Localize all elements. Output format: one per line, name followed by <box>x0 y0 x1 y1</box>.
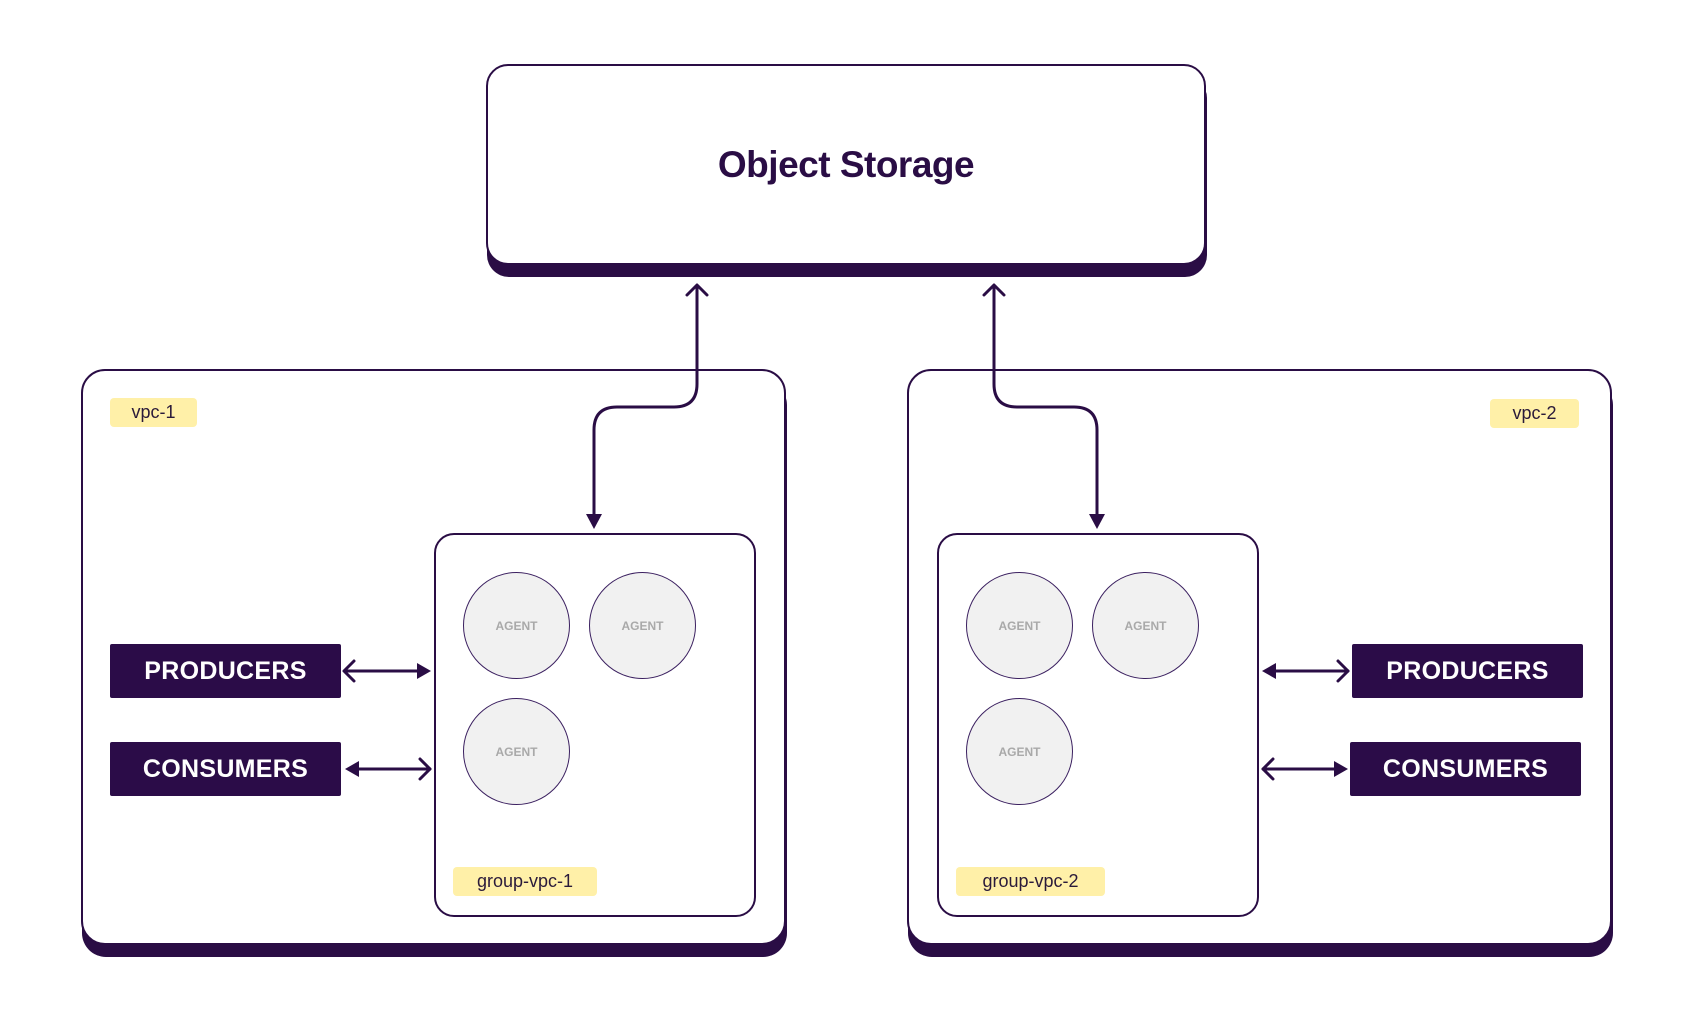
vpc-2-tag: vpc-2 <box>1490 399 1579 428</box>
agent-node: AGENT <box>589 572 696 679</box>
chevron-left-icon <box>1261 757 1275 781</box>
chevron-right-icon <box>1336 659 1350 683</box>
vpc-1-producers-box: PRODUCERS <box>110 644 341 698</box>
arrowhead-down-icon <box>586 514 602 529</box>
arrowhead-left-icon <box>345 761 359 777</box>
agent-node: AGENT <box>463 572 570 679</box>
arrowhead-down-icon <box>1089 514 1105 529</box>
chevron-left-icon <box>342 659 356 683</box>
vpc-2-producers-box: PRODUCERS <box>1352 644 1583 698</box>
chevron-up-icon <box>685 283 709 297</box>
chevron-right-icon <box>418 757 432 781</box>
chevron-up-icon <box>982 283 1006 297</box>
vpc-2-consumers-box: CONSUMERS <box>1350 742 1581 796</box>
vpc-1-tag: vpc-1 <box>110 398 197 427</box>
group-vpc-2-tag: group-vpc-2 <box>956 867 1105 896</box>
vpc-2-storage-connector <box>992 286 1099 518</box>
agent-node: AGENT <box>966 572 1073 679</box>
arrowhead-right-icon <box>1334 761 1348 777</box>
object-storage-title: Object Storage <box>717 143 975 185</box>
vpc-1-consumers-box: CONSUMERS <box>110 742 341 796</box>
vpc-1-storage-connector <box>592 286 699 518</box>
agent-node: AGENT <box>966 698 1073 805</box>
arrowhead-left-icon <box>1262 663 1276 679</box>
agent-node: AGENT <box>1092 572 1199 679</box>
group-vpc-1-tag: group-vpc-1 <box>453 867 597 896</box>
agent-node: AGENT <box>463 698 570 805</box>
object-storage-box: Object Storage <box>486 64 1206 265</box>
arrowhead-right-icon <box>417 663 431 679</box>
